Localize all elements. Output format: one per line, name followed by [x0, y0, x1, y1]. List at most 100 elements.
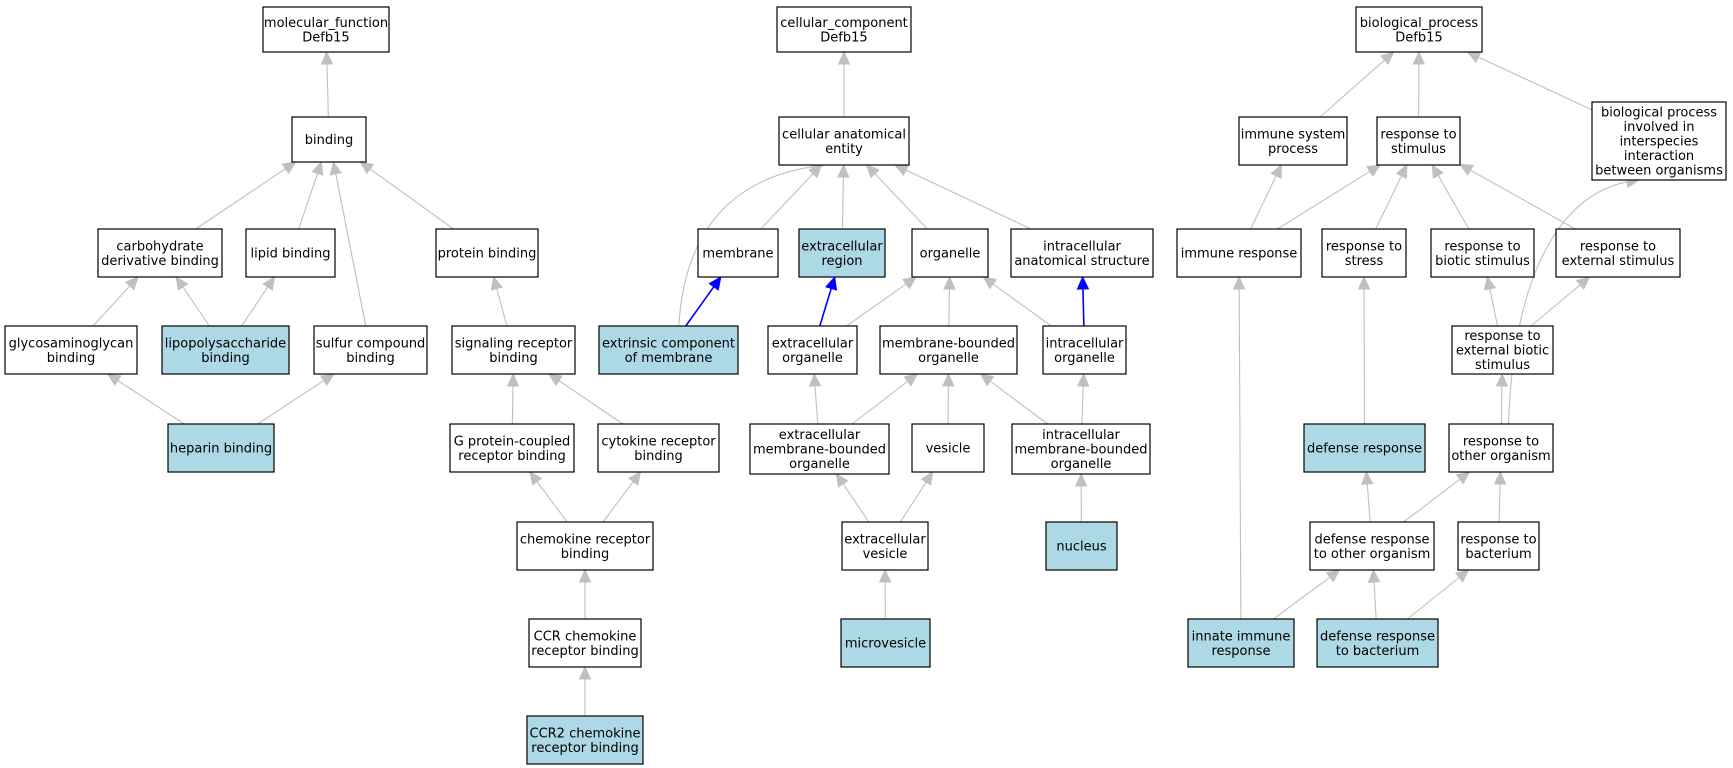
- node-protein[interactable]: protein binding: [435, 228, 539, 278]
- node-label-line: process: [1268, 142, 1318, 157]
- edge-rbact-to-rother: [1498, 482, 1501, 523]
- node-defresp[interactable]: defense response: [1303, 423, 1426, 473]
- node-label-vesicle: vesicle: [926, 442, 971, 457]
- node-box-gag: [4, 325, 138, 375]
- arrowhead-lipid-to-binding: [311, 160, 324, 176]
- node-microves[interactable]: microvesicle: [840, 618, 931, 668]
- node-label-line: external stimulus: [1562, 254, 1675, 269]
- arrowhead-imbo-to-intorg: [1076, 372, 1090, 387]
- node-label-line: biotic stimulus: [1435, 254, 1530, 269]
- node-label-line: organelle: [782, 351, 843, 366]
- node-label-line: cellular anatomical: [782, 127, 906, 142]
- edge-organelle-to-cae: [873, 172, 928, 230]
- node-box-membrane: [697, 228, 779, 278]
- node-box-defresp: [1303, 423, 1426, 473]
- node-label-line: CCR chemokine: [534, 629, 637, 644]
- edge-extorg-to-organelle: [846, 282, 908, 327]
- node-organelle[interactable]: organelle: [911, 228, 989, 278]
- node-label-line: binding: [47, 351, 95, 366]
- node-box-bp: [1355, 6, 1483, 53]
- node-label-line: receptor binding: [458, 449, 565, 464]
- node-box-rextbio: [1451, 325, 1554, 375]
- node-label-line: protein binding: [438, 247, 537, 262]
- node-heparin[interactable]: heparin binding: [167, 423, 275, 473]
- node-box-isp: [1238, 116, 1348, 166]
- node-immresp[interactable]: immune response: [1176, 228, 1302, 278]
- edge-gag-to-carb: [92, 284, 131, 327]
- node-box-carb: [97, 228, 223, 278]
- node-label-line: to bacterium: [1336, 644, 1420, 659]
- node-lipid[interactable]: lipid binding: [245, 228, 336, 278]
- node-label-heparin: heparin binding: [170, 442, 272, 457]
- node-label-line: receptor binding: [531, 644, 638, 659]
- arrowhead-defother-to-defresp: [1361, 470, 1374, 485]
- node-label-binding: binding: [305, 133, 353, 148]
- edge-extorg-to-extreg: [819, 287, 833, 327]
- node-label-line: entity: [825, 142, 863, 157]
- node-label-line: response to: [1380, 127, 1456, 142]
- node-box-binding: [291, 116, 367, 163]
- node-label-line: membrane: [702, 247, 773, 262]
- node-label-line: external biotic: [1456, 344, 1549, 359]
- node-box-innate: [1187, 618, 1295, 668]
- edge-rextbio-to-rext: [1530, 283, 1582, 327]
- arrowhead-protein-to-binding: [359, 161, 375, 175]
- node-label-line: organelle: [1054, 351, 1115, 366]
- node-label-line: innate immune: [1192, 629, 1291, 644]
- node-binding[interactable]: binding: [291, 116, 367, 163]
- node-membrane[interactable]: membrane: [697, 228, 779, 278]
- node-box-rext: [1555, 228, 1681, 278]
- node-nucleus[interactable]: nucleus: [1045, 521, 1118, 571]
- node-label-line: G protein-coupled: [454, 434, 571, 449]
- edge-rext-to-rstim: [1469, 169, 1576, 230]
- node-box-embo: [749, 423, 890, 475]
- node-label-line: extracellular: [844, 532, 926, 547]
- node-vesicle[interactable]: vesicle: [911, 423, 985, 473]
- node-label-line: immune response: [1181, 247, 1298, 262]
